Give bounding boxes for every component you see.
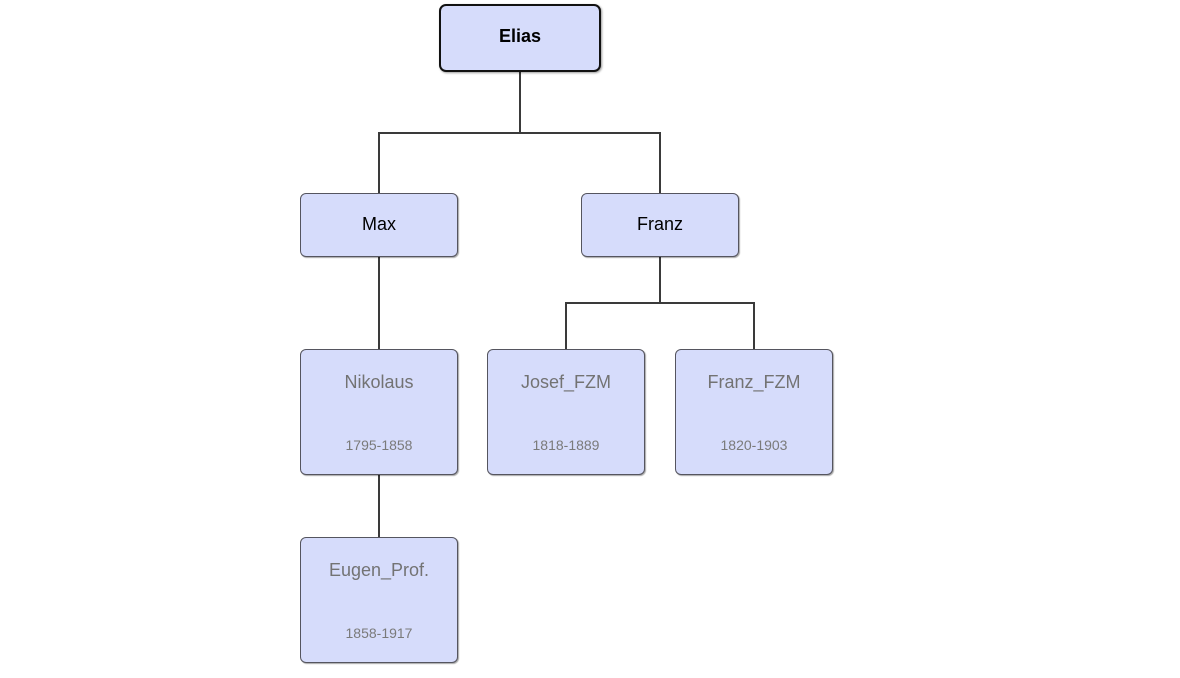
node-josef-fzm[interactable]: Josef_FZM 1818-1889 bbox=[487, 349, 645, 475]
connector-franz-josef-fzm bbox=[565, 257, 661, 349]
connector-elias-max bbox=[378, 72, 521, 193]
node-name: Nikolaus bbox=[344, 372, 414, 392]
node-name: Eugen_Prof. bbox=[328, 560, 430, 580]
node-eugen-prof[interactable]: Eugen_Prof. 1858-1917 bbox=[300, 537, 458, 663]
connector-elias-franz bbox=[519, 72, 661, 193]
node-dates: 1795-1858 bbox=[345, 437, 413, 453]
node-dates: 1858-1917 bbox=[345, 625, 413, 641]
node-name: Franz bbox=[636, 214, 683, 234]
node-name: Max bbox=[361, 214, 396, 234]
node-dates: 1820-1903 bbox=[720, 437, 788, 453]
node-elias[interactable]: Elias bbox=[439, 4, 601, 72]
node-name: Josef_FZM bbox=[520, 372, 612, 392]
node-nikolaus[interactable]: Nikolaus 1795-1858 bbox=[300, 349, 458, 475]
node-franz[interactable]: Franz bbox=[581, 193, 739, 257]
node-name: Elias bbox=[498, 26, 542, 46]
node-dates: 1818-1889 bbox=[532, 437, 600, 453]
connector-franz-franz-fzm bbox=[659, 257, 755, 349]
node-name: Franz_FZM bbox=[707, 372, 801, 392]
node-max[interactable]: Max bbox=[300, 193, 458, 257]
node-franz-fzm[interactable]: Franz_FZM 1820-1903 bbox=[675, 349, 833, 475]
